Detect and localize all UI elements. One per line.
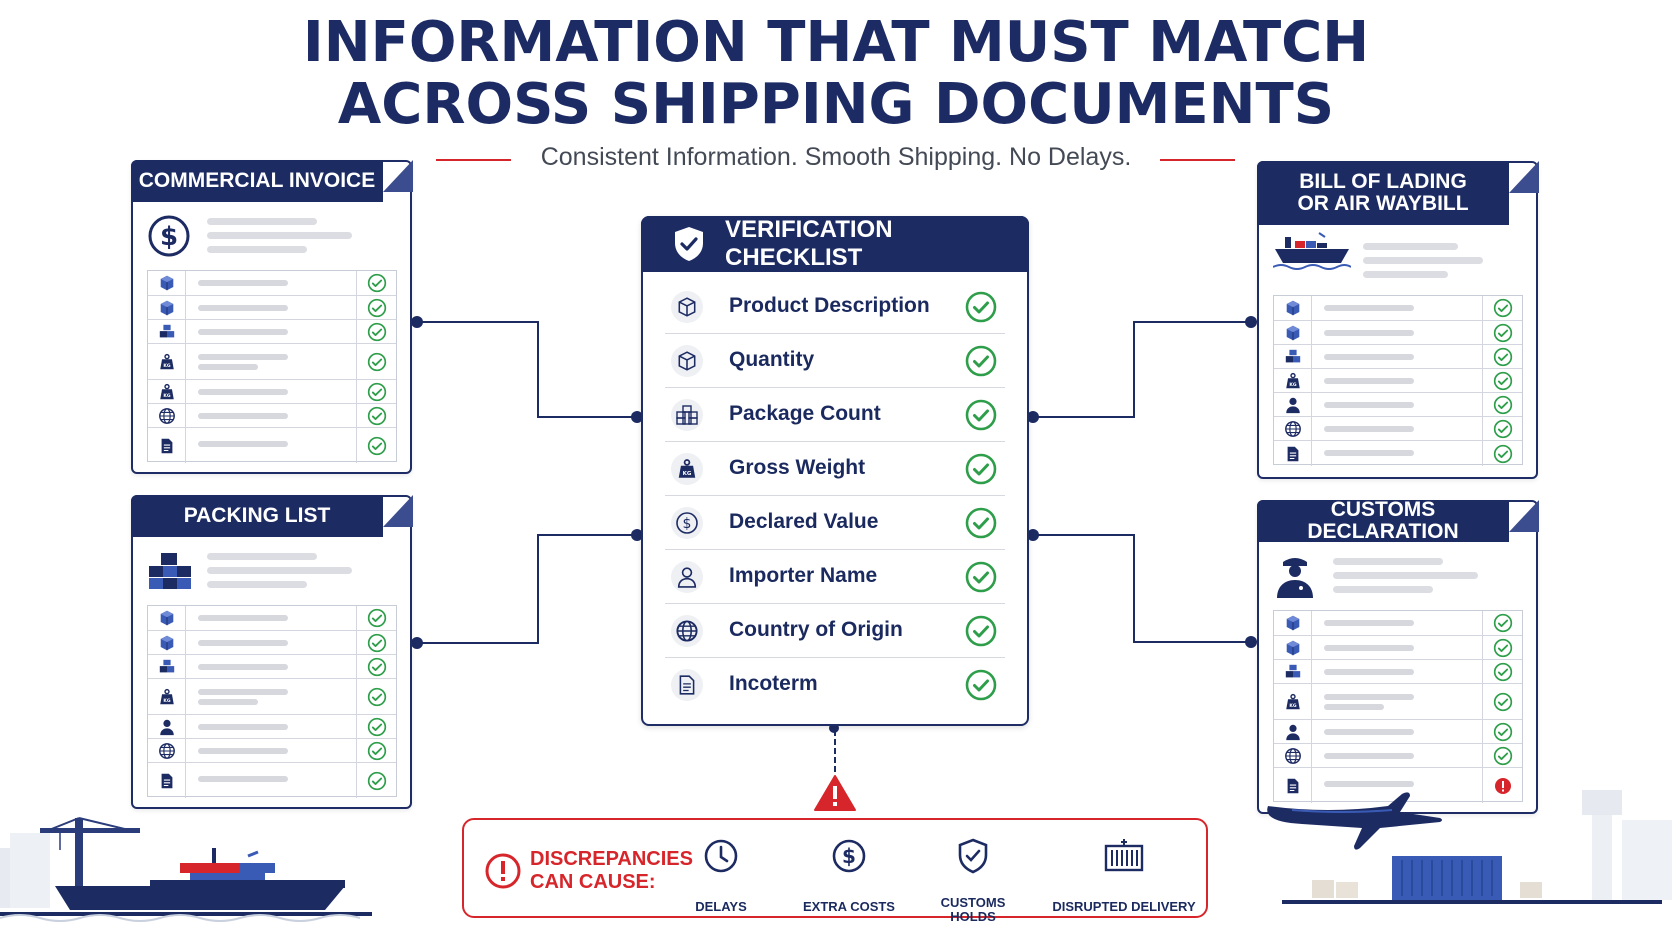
bill-of-lading-title-line-2: OR AIR WAYBILL <box>1297 192 1469 215</box>
check-icon <box>965 615 997 652</box>
port-ship-illustration <box>0 808 380 941</box>
dollar-icon: $ <box>147 214 191 263</box>
verification-checklist: VERIFICATION CHECKLIST Product Descripti… <box>641 216 1029 726</box>
effect-label: DELAYS <box>695 899 747 914</box>
stacked-boxes-icon <box>671 399 703 431</box>
checklist-item-label: Country of Origin <box>729 618 903 641</box>
effect-label-line-2: HOLDS <box>950 909 996 924</box>
customs-declaration-title: CUSTOMS DECLARATION <box>1257 499 1509 543</box>
checklist-header: VERIFICATION CHECKLIST <box>641 216 1029 272</box>
checklist-item: Quantity <box>665 334 1005 388</box>
title-line-1: INFORMATION THAT MUST MATCH <box>302 10 1370 75</box>
checklist-item: Gross Weight <box>665 442 1005 496</box>
ship-icon <box>1272 231 1352 278</box>
check-icon <box>965 453 997 490</box>
alert-circle-icon <box>484 852 522 895</box>
dollar-icon: $ <box>671 507 703 539</box>
checklist-item: Country of Origin <box>665 604 1005 658</box>
clock-icon <box>704 839 738 873</box>
checklist-item-label: Importer Name <box>729 564 878 587</box>
checklist-item-label: Declared Value <box>729 510 879 533</box>
customs-declaration-card: CUSTOMS DECLARATION <box>1257 499 1539 814</box>
effect-label-line-1: CUSTOMS <box>940 895 1006 910</box>
airport-cargo-illustration <box>1262 760 1672 941</box>
check-icon <box>965 291 997 328</box>
svg-text:$: $ <box>160 222 178 252</box>
discrepancies-title-line-1: DISCREPANCIES <box>530 848 693 870</box>
checklist-item-label: Gross Weight <box>729 456 866 479</box>
checklist-item-label: Package Count <box>729 402 881 425</box>
checklist-item-label: Product Description <box>729 294 930 317</box>
discrepancies-title: DISCREPANCIES CAN CAUSE: <box>530 848 693 894</box>
title-line-2: ACROSS SHIPPING DOCUMENTS <box>337 72 1335 137</box>
bill-of-lading-title-line-1: BILL OF LADING <box>1299 170 1467 193</box>
effect-label: DISRUPTED DELIVERY <box>1052 899 1196 914</box>
check-icon <box>965 345 997 382</box>
discrepancies-panel: DISCREPANCIES CAN CAUSE: DELAYS $ EXTRA … <box>462 818 1208 924</box>
checklist-item: Product Description <box>665 280 1005 334</box>
customs-officer-icon <box>1273 554 1317 603</box>
bill-of-lading-card: BILL OF LADING OR AIR WAYBILL <box>1257 161 1539 479</box>
subtitle-rule-left <box>436 159 511 161</box>
packing-list-title: PACKING LIST <box>131 495 383 537</box>
checklist-item: Incoterm <box>665 658 1005 712</box>
discrepancies-title-line-2: CAN CAUSE: <box>530 871 656 893</box>
packing-list-field-grid <box>147 605 397 798</box>
checklist-item: Package Count <box>665 388 1005 442</box>
commercial-invoice-title: COMMERCIAL INVOICE <box>131 160 383 202</box>
check-icon <box>965 507 997 544</box>
checklist-title: VERIFICATION CHECKLIST <box>725 216 893 271</box>
box-icon <box>671 291 703 323</box>
check-icon <box>965 669 997 706</box>
checklist-item: Importer Name <box>665 550 1005 604</box>
mismatch-alert-icon <box>1482 768 1522 803</box>
checklist-item-label: Quantity <box>729 348 815 371</box>
svg-text:$: $ <box>683 516 692 532</box>
checklist-item: $ Declared Value <box>665 496 1005 550</box>
document-icon <box>671 669 703 701</box>
person-icon <box>671 561 703 593</box>
globe-icon <box>671 615 703 647</box>
effect-label: EXTRA COSTS <box>803 899 895 914</box>
subtitle-row: Consistent Information. Smooth Shipping.… <box>0 141 1672 177</box>
packing-list-card: PACKING LIST <box>131 495 413 809</box>
shield-check-icon <box>671 225 707 270</box>
check-icon <box>965 561 997 598</box>
bill-of-lading-field-grid <box>1273 295 1523 466</box>
boxes-icon <box>147 551 193 596</box>
page-title: INFORMATION THAT MUST MATCH ACROSS SHIPP… <box>0 12 1672 136</box>
svg-text:$: $ <box>842 844 856 868</box>
subtitle-rule-right <box>1160 159 1235 161</box>
check-icon <box>965 399 997 436</box>
subtitle: Consistent Information. Smooth Shipping.… <box>540 143 1132 171</box>
box-icon <box>671 345 703 377</box>
bill-of-lading-title: BILL OF LADING OR AIR WAYBILL <box>1257 161 1509 225</box>
weight-icon <box>671 453 703 485</box>
commercial-invoice-card: COMMERCIAL INVOICE $ <box>131 160 413 474</box>
dollar-icon: $ <box>832 839 866 873</box>
checklist-item-label: Incoterm <box>729 672 818 695</box>
container-icon <box>1104 839 1144 872</box>
shield-icon <box>958 838 988 874</box>
commercial-invoice-field-grid <box>147 270 397 463</box>
warning-triangle-icon <box>813 774 857 817</box>
